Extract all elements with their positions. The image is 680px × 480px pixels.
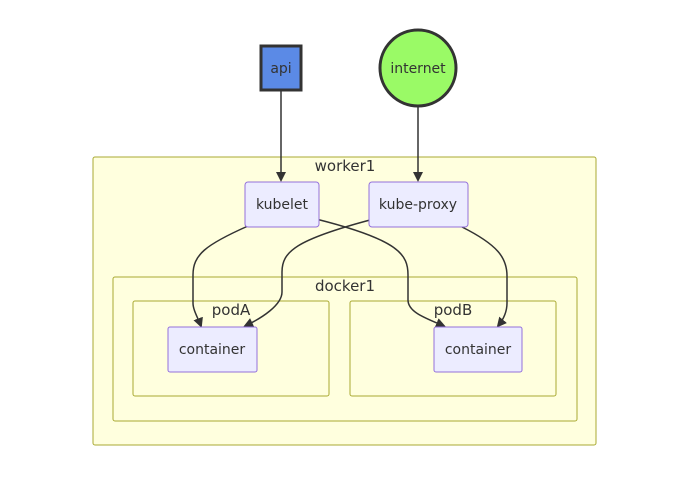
container-b-node-label: container — [445, 342, 512, 358]
api-node-label: api — [270, 61, 291, 77]
kube-proxy-node-box — [368, 181, 469, 228]
cluster-worker1-label: worker1 — [315, 157, 376, 175]
cluster-docker1-label: docker1 — [315, 277, 375, 295]
container-a-node[interactable]: container — [167, 326, 258, 373]
kube-proxy-node[interactable]: kube-proxy — [368, 181, 469, 228]
kubelet-node[interactable]: kubelet — [244, 181, 320, 228]
edge-kube-proxy-container-a — [243, 219, 371, 328]
edge-kubelet-container-a — [192, 225, 249, 328]
kubelet-node-label: kubelet — [256, 197, 309, 213]
kube-proxy-node-label: kube-proxy — [379, 197, 457, 213]
cluster-podA-label: podA — [212, 301, 251, 319]
internet-node[interactable]: internet — [378, 28, 458, 108]
internet-node-circle — [378, 28, 458, 108]
container-a-node-box — [167, 326, 258, 373]
container-b-node-box — [433, 326, 523, 373]
edge-kube-proxy-container-b — [461, 226, 508, 328]
cluster-podB-label: podB — [434, 301, 473, 319]
edge-kubelet-container-b — [315, 218, 446, 328]
internet-node-label: internet — [390, 61, 446, 77]
api-node[interactable]: api — [259, 44, 303, 92]
container-b-node[interactable]: container — [433, 326, 523, 373]
api-node-box — [259, 44, 303, 92]
kubelet-node-box — [244, 181, 320, 228]
container-a-node-label: container — [179, 342, 246, 358]
